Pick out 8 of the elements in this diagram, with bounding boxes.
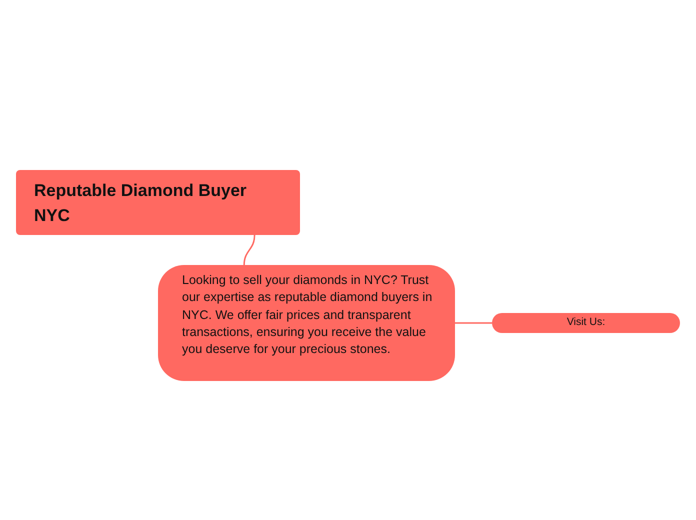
description-text: Looking to sell your diamonds in NYC? Trust our expertise as reputable diamond buyers in NYC. We offer fair prices and transparent transactions, ensuring you receive the value you deserve for your precious stones. — [182, 272, 434, 358]
description-box — [158, 265, 455, 381]
link-box — [492, 313, 680, 333]
connector-line — [243, 234, 256, 266]
connector-line — [455, 322, 492, 324]
topic-title: Reputable Diamond Buyer NYC — [34, 180, 248, 227]
topic-box — [16, 170, 300, 235]
link-text: Visit Us: — [566, 316, 606, 330]
